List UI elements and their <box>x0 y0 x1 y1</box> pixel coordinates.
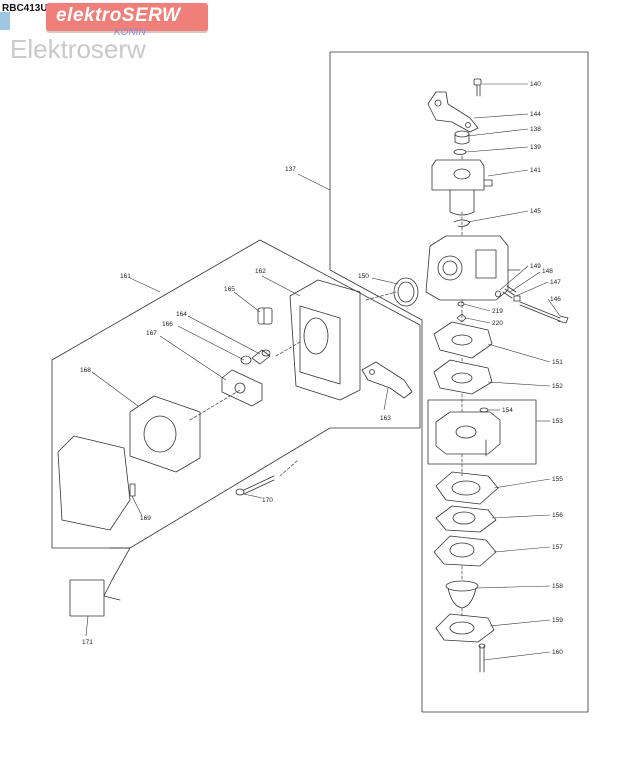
label-159: 159 <box>552 617 563 624</box>
label-154: 154 <box>502 407 513 414</box>
label-144: 144 <box>530 111 541 118</box>
label-219: 219 <box>492 308 503 315</box>
carburetor-frame <box>329 51 589 713</box>
label-145: 145 <box>530 208 541 215</box>
label-138: 138 <box>530 126 541 133</box>
part-166-washer <box>240 355 252 365</box>
part-138-cap <box>454 130 470 145</box>
model-code: RBC413U <box>2 3 48 14</box>
part-146-149-needle <box>495 285 569 324</box>
label-153: 153 <box>552 418 563 425</box>
label-139: 139 <box>530 144 541 151</box>
label-157: 157 <box>552 544 563 551</box>
part-170-bolt <box>235 475 275 496</box>
part-151-gasket <box>433 321 493 359</box>
carburetor-body <box>425 235 521 301</box>
label-164: 164 <box>176 311 187 318</box>
part-162-air-cleaner-base <box>289 279 361 401</box>
label-141: 141 <box>530 167 541 174</box>
label-150: 150 <box>358 273 369 280</box>
label-152: 152 <box>552 383 563 390</box>
part-139-oring <box>453 149 467 155</box>
part-165-clip <box>257 307 273 325</box>
part-153-block <box>435 411 501 457</box>
logo-subtext: KONIN <box>114 27 146 38</box>
part-labels: 140 144 138 139 141 145 137 149 148 147 … <box>80 81 563 656</box>
part-164-sleeve <box>251 349 271 365</box>
brand-logo: elektroSERW KONIN <box>46 3 208 38</box>
part-145-clip <box>453 219 471 227</box>
label-161: 161 <box>120 273 131 280</box>
label-140: 140 <box>530 81 541 88</box>
part-156-plate <box>435 505 497 533</box>
label-169: 169 <box>140 515 151 522</box>
label-147: 147 <box>550 279 561 286</box>
label-166: 166 <box>162 321 173 328</box>
label-170: 170 <box>262 497 273 504</box>
part-141-pump <box>431 159 493 216</box>
part-140-screw <box>473 78 482 97</box>
part-150-ring <box>393 277 419 307</box>
watermark: Elektroserw <box>10 34 146 64</box>
part-160-screw <box>478 643 486 673</box>
subassembly-frame-153 <box>427 399 537 465</box>
part-154-oring <box>479 407 489 413</box>
label-guide-line <box>103 547 131 601</box>
label-137: 137 <box>285 166 296 173</box>
label-168: 168 <box>80 367 91 374</box>
part-159-flange <box>435 613 495 643</box>
part-157-cover <box>433 535 497 567</box>
assembly-guide-lines <box>189 155 463 617</box>
label-155: 155 <box>552 476 563 483</box>
label-148: 148 <box>542 268 553 275</box>
label-160: 160 <box>552 649 563 656</box>
part-219-220 <box>456 301 467 323</box>
logo-text: elektroSERW <box>56 5 181 26</box>
logo-corner-mark <box>0 12 10 30</box>
part-168-filter <box>129 395 201 473</box>
part-158-primer-bulb <box>445 580 479 609</box>
leader-lines <box>85 83 561 661</box>
label-151: 151 <box>552 359 563 366</box>
label-171: 171 <box>82 639 93 646</box>
part-144-bracket <box>427 91 479 133</box>
label-163: 163 <box>380 415 391 422</box>
label-167: 167 <box>146 330 157 337</box>
part-169-cover <box>57 435 136 531</box>
label-156: 156 <box>552 512 563 519</box>
part-167-bracket <box>221 369 263 407</box>
label-165: 165 <box>224 286 235 293</box>
label-162: 162 <box>255 268 266 275</box>
part-152-gasket <box>433 359 493 395</box>
label-220: 220 <box>492 320 503 327</box>
part-163-lever <box>361 361 413 399</box>
part-171-label <box>69 579 105 617</box>
part-155-diaphragm <box>435 471 499 505</box>
label-146: 146 <box>550 296 561 303</box>
label-149: 149 <box>530 263 541 270</box>
air-cleaner-frame <box>51 239 421 549</box>
label-158: 158 <box>552 583 563 590</box>
